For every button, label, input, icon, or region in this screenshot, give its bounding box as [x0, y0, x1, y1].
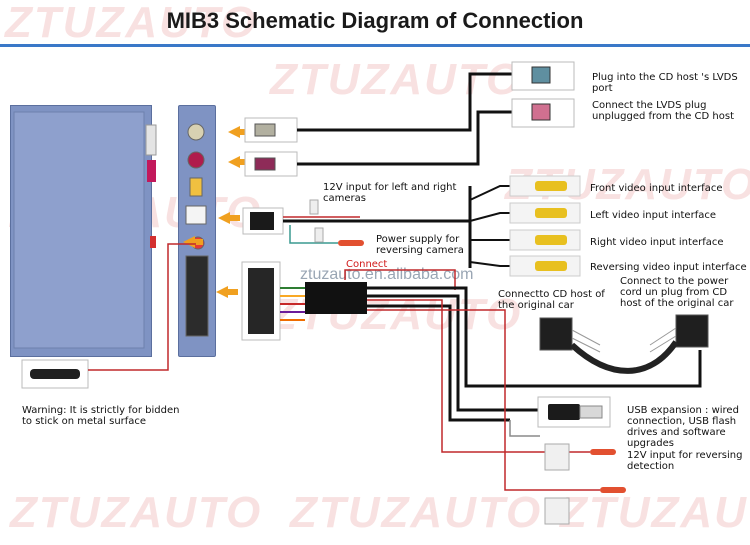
rca-plug-right-body: [535, 235, 567, 245]
title-divider: [0, 44, 750, 47]
right-video-label: Right video input interface: [590, 237, 724, 248]
y-harness-cable: [569, 340, 679, 374]
watermark: ZTUZAUTO: [270, 55, 523, 104]
reversing-wire-tag: [544, 443, 570, 471]
panel-main-harness-port: [185, 255, 209, 337]
power-cord-connector: [675, 314, 709, 348]
panel-lvds-out-port: [187, 151, 205, 169]
main-unit-antenna-socket: [150, 236, 156, 248]
watermark: ZTUZAUTO: [5, 0, 258, 47]
antenna-body: [30, 369, 80, 379]
cable-to-power-cord: [367, 286, 702, 388]
rca-plug-reversing-body: [535, 261, 567, 271]
rca-plug-front-body: [535, 181, 567, 191]
spare-wire-tag: [544, 497, 570, 525]
watermark: ZTUZAUTO: [290, 488, 543, 537]
arrow-icon: [183, 236, 195, 248]
usb-plug-body: [548, 404, 580, 420]
reversing-camera-power-plug: [338, 240, 364, 246]
lvds-cable-1: [297, 72, 512, 132]
spare-red-wire: [367, 309, 600, 491]
host-lvds-plug-body: [531, 66, 551, 84]
main-unit-lvds-socket: [147, 160, 156, 182]
cable-bundle: [367, 304, 510, 422]
connect-label: Connect: [346, 259, 388, 270]
rca-plug-left-body: [535, 208, 567, 218]
front-video-label: Front video input interface: [590, 183, 723, 194]
grey-wire: [509, 420, 540, 437]
arrow-icon: [195, 239, 203, 245]
panel-power-port: [185, 205, 207, 225]
unplugged-lvds-plug-body: [531, 103, 551, 121]
main-harness-connector-body: [248, 268, 274, 334]
reversing-video-label: Reversing video input interface: [590, 262, 747, 273]
cd-host-connector: [539, 317, 573, 351]
watermark: ZTUZAUTO: [10, 488, 263, 537]
arrow-icon: [228, 156, 240, 168]
harness-output-cables: [367, 286, 702, 422]
spare-wire-plug: [600, 487, 626, 493]
cable-to-usb: [367, 294, 540, 412]
y-harness-wires: [571, 327, 677, 353]
arrow-icon: [228, 289, 238, 295]
lvds-cable-2: [297, 110, 512, 166]
arrow-icon: [216, 286, 228, 298]
harness-sleeve: [305, 282, 367, 314]
panel-lvds-in-port: [187, 123, 205, 141]
main-unit-face: [13, 111, 145, 349]
lvds-plug-1-body: [254, 123, 276, 137]
reversing-detection-plug: [590, 449, 616, 455]
panel-usb-port: [189, 177, 203, 197]
wire-tag: [314, 227, 324, 243]
page-title: MIB3 Schematic Diagram of Connection: [166, 8, 584, 33]
harness-wire-bundle: [280, 287, 305, 321]
main-unit-port: [145, 124, 157, 156]
12v-reversing-wire: [367, 299, 590, 453]
wire-tag: [309, 199, 319, 215]
arrow-icon: [228, 126, 240, 138]
connect-line: [344, 269, 456, 290]
usb-socket: [579, 405, 603, 419]
arrow-icon: [218, 212, 230, 224]
watermark: ZTUZAUTO: [560, 488, 750, 537]
left-video-label: Left video input interface: [590, 210, 716, 221]
rca-branches: [469, 185, 528, 267]
rca-plugs: [509, 175, 581, 277]
lvds-plug-2-body: [254, 157, 276, 171]
power-plug-body: [250, 212, 274, 230]
arrow-icon: [230, 215, 240, 221]
reversing-camera-power-wire: [289, 225, 338, 244]
antenna-wire: [88, 243, 196, 371]
